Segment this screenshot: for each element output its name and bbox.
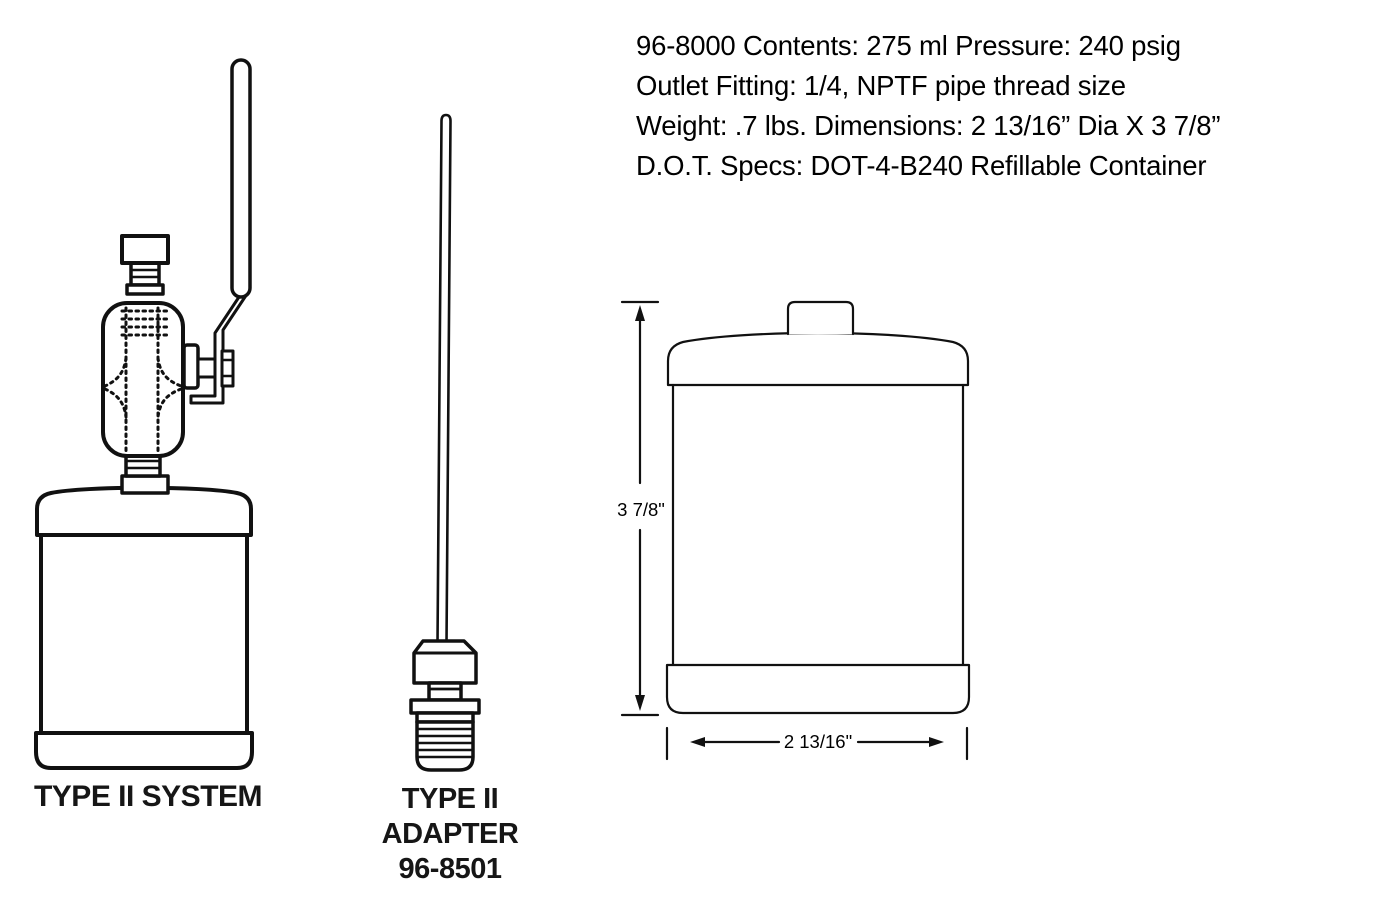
adapter-caption-line: TYPE II <box>401 783 499 815</box>
stem-nut <box>220 349 235 388</box>
height-dimension-line <box>620 300 660 717</box>
adapter-caption-line: 96-8501 <box>398 853 502 885</box>
valve-side-port <box>182 343 200 390</box>
container-body <box>671 383 965 667</box>
valve-top-threads <box>129 261 161 287</box>
can-bottom-rim <box>34 731 254 770</box>
system-caption: TYPE II SYSTEM <box>33 780 263 813</box>
spec-line: Outlet Fitting: 1/4, NPTF pipe thread si… <box>636 70 1126 101</box>
valve-top-cap <box>120 234 170 265</box>
spec-line: Weight: .7 lbs. Dimensions: 2 13/16” Dia… <box>636 110 1221 141</box>
spec-line: 96-8000 Contents: 275 ml Pressure: 240 p… <box>636 30 1181 61</box>
valve-handle-lever <box>230 58 252 299</box>
valve-internal-hidden-lines <box>103 306 183 454</box>
can-shoulder <box>35 485 253 537</box>
can-body <box>39 533 249 735</box>
adapter-caption-line: ADAPTER <box>381 818 519 850</box>
container-shoulder <box>666 331 970 387</box>
valve-top-thread-flare <box>125 283 165 296</box>
adapter-nut <box>412 639 478 685</box>
type-ii-system-drawing <box>34 58 254 770</box>
spec-line: D.O.T. Specs: DOT-4-B240 Refillable Cont… <box>636 150 1207 181</box>
valve-stem <box>196 357 217 379</box>
container-cap <box>786 300 855 336</box>
container-bottom-rim <box>665 663 971 715</box>
height-dimension-label: 3 7/8" <box>617 499 665 520</box>
adapter-caption: TYPE II ADAPTER 96-8501 <box>340 782 560 887</box>
spec-text-block: 96-8000 Contents: 275 ml Pressure: 240 p… <box>636 26 1220 186</box>
width-dimension-line <box>665 726 969 761</box>
dimensioned-container-drawing <box>665 300 971 715</box>
adapter-neck <box>427 681 463 702</box>
adapter-collar <box>409 698 481 715</box>
diameter-dimension-label: 2 13/16" <box>783 731 853 752</box>
adapter-tube <box>436 113 452 646</box>
type-ii-adapter-drawing <box>409 113 481 772</box>
valve-collar <box>120 474 170 495</box>
